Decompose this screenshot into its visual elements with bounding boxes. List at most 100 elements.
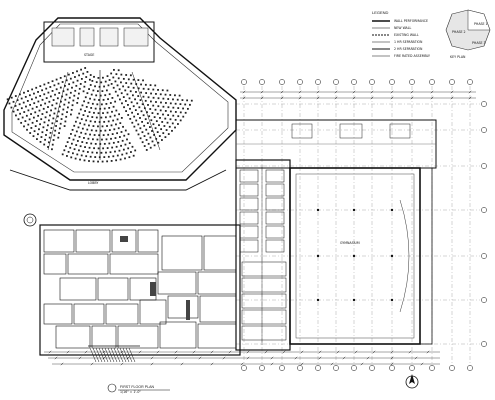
seat xyxy=(132,105,135,108)
seat xyxy=(24,120,27,123)
dimension-tick xyxy=(420,362,424,366)
seat xyxy=(83,123,86,126)
seat xyxy=(78,135,81,138)
seat xyxy=(47,106,49,108)
seat xyxy=(84,146,86,148)
restroom-stall xyxy=(239,169,259,183)
seat xyxy=(118,136,121,138)
dimension-tick xyxy=(198,356,202,360)
seat xyxy=(75,84,78,87)
seat xyxy=(124,143,127,146)
gym-inner-wall xyxy=(295,173,415,339)
seat xyxy=(63,75,66,78)
seat xyxy=(40,104,42,107)
seat xyxy=(172,114,175,117)
seat xyxy=(31,107,34,110)
grid-bubble xyxy=(481,207,487,213)
stair-tread xyxy=(98,347,106,363)
seat xyxy=(97,147,100,150)
dimension-tick xyxy=(414,356,418,360)
seat xyxy=(79,108,82,111)
seat xyxy=(142,87,145,90)
seat xyxy=(120,116,123,119)
seat xyxy=(100,116,103,119)
seat xyxy=(154,108,157,111)
plan-scale: 1/16" = 1'-0" xyxy=(120,390,141,394)
seat xyxy=(122,77,125,80)
seat xyxy=(113,68,115,71)
seat xyxy=(99,94,102,97)
seat xyxy=(58,127,61,130)
dimension-tick xyxy=(210,350,214,354)
seat xyxy=(127,133,130,136)
seat xyxy=(69,146,72,149)
lobby-label: LOBBY xyxy=(88,181,98,185)
seat xyxy=(94,107,97,110)
seat xyxy=(142,95,145,98)
grid-bubble xyxy=(315,365,321,371)
dimension-tick xyxy=(410,96,414,100)
stair-tread xyxy=(125,347,133,363)
seat xyxy=(144,118,147,121)
seat xyxy=(119,98,121,101)
seat xyxy=(49,114,51,117)
dimension-tick xyxy=(102,356,106,360)
seat xyxy=(119,122,122,125)
stair-tread xyxy=(122,347,130,363)
seat xyxy=(141,103,144,106)
dimension-tick xyxy=(48,350,52,354)
dimension-tick xyxy=(242,90,246,94)
seat xyxy=(172,106,175,109)
dimension-tick xyxy=(342,356,346,360)
backstage-room xyxy=(79,27,95,47)
seat xyxy=(108,79,111,81)
seat xyxy=(147,88,150,91)
seat xyxy=(102,134,105,137)
restroom-stall xyxy=(239,197,259,211)
seat xyxy=(64,120,67,123)
seat xyxy=(100,103,103,106)
restroom-stall xyxy=(239,211,259,225)
seat xyxy=(39,140,42,143)
seat xyxy=(130,82,133,85)
seat xyxy=(60,100,62,103)
seat xyxy=(190,99,193,102)
seat xyxy=(107,155,110,158)
seat xyxy=(31,88,34,91)
seat xyxy=(66,106,69,109)
stair-tread xyxy=(107,347,115,363)
stair-tread xyxy=(101,347,109,363)
seat xyxy=(84,110,86,112)
gym-court-arc xyxy=(399,199,410,313)
seat xyxy=(154,127,157,130)
seat xyxy=(65,115,68,118)
seat xyxy=(131,111,133,114)
seat xyxy=(27,90,29,92)
seat xyxy=(66,111,68,114)
dimension-tick xyxy=(264,350,268,354)
seat xyxy=(102,76,104,79)
seat xyxy=(68,83,71,86)
seat xyxy=(56,97,59,100)
seat xyxy=(124,89,127,92)
seat xyxy=(97,112,100,115)
seat xyxy=(52,117,55,120)
seat xyxy=(105,103,108,105)
room xyxy=(55,325,91,349)
seat xyxy=(67,150,70,153)
seat xyxy=(123,134,126,137)
seat xyxy=(162,105,165,108)
dimension-tick xyxy=(246,356,250,360)
seat xyxy=(95,81,98,84)
seat xyxy=(51,148,53,151)
seat xyxy=(142,114,145,117)
seat xyxy=(146,111,148,114)
seat xyxy=(47,146,49,148)
dimension-tick xyxy=(316,90,320,94)
seat xyxy=(106,160,109,163)
dimension-tick xyxy=(180,362,184,366)
restroom-stall xyxy=(265,169,285,183)
dimension-tick xyxy=(450,96,454,100)
seat xyxy=(40,136,43,138)
auditorium-inner-wall xyxy=(11,23,229,173)
